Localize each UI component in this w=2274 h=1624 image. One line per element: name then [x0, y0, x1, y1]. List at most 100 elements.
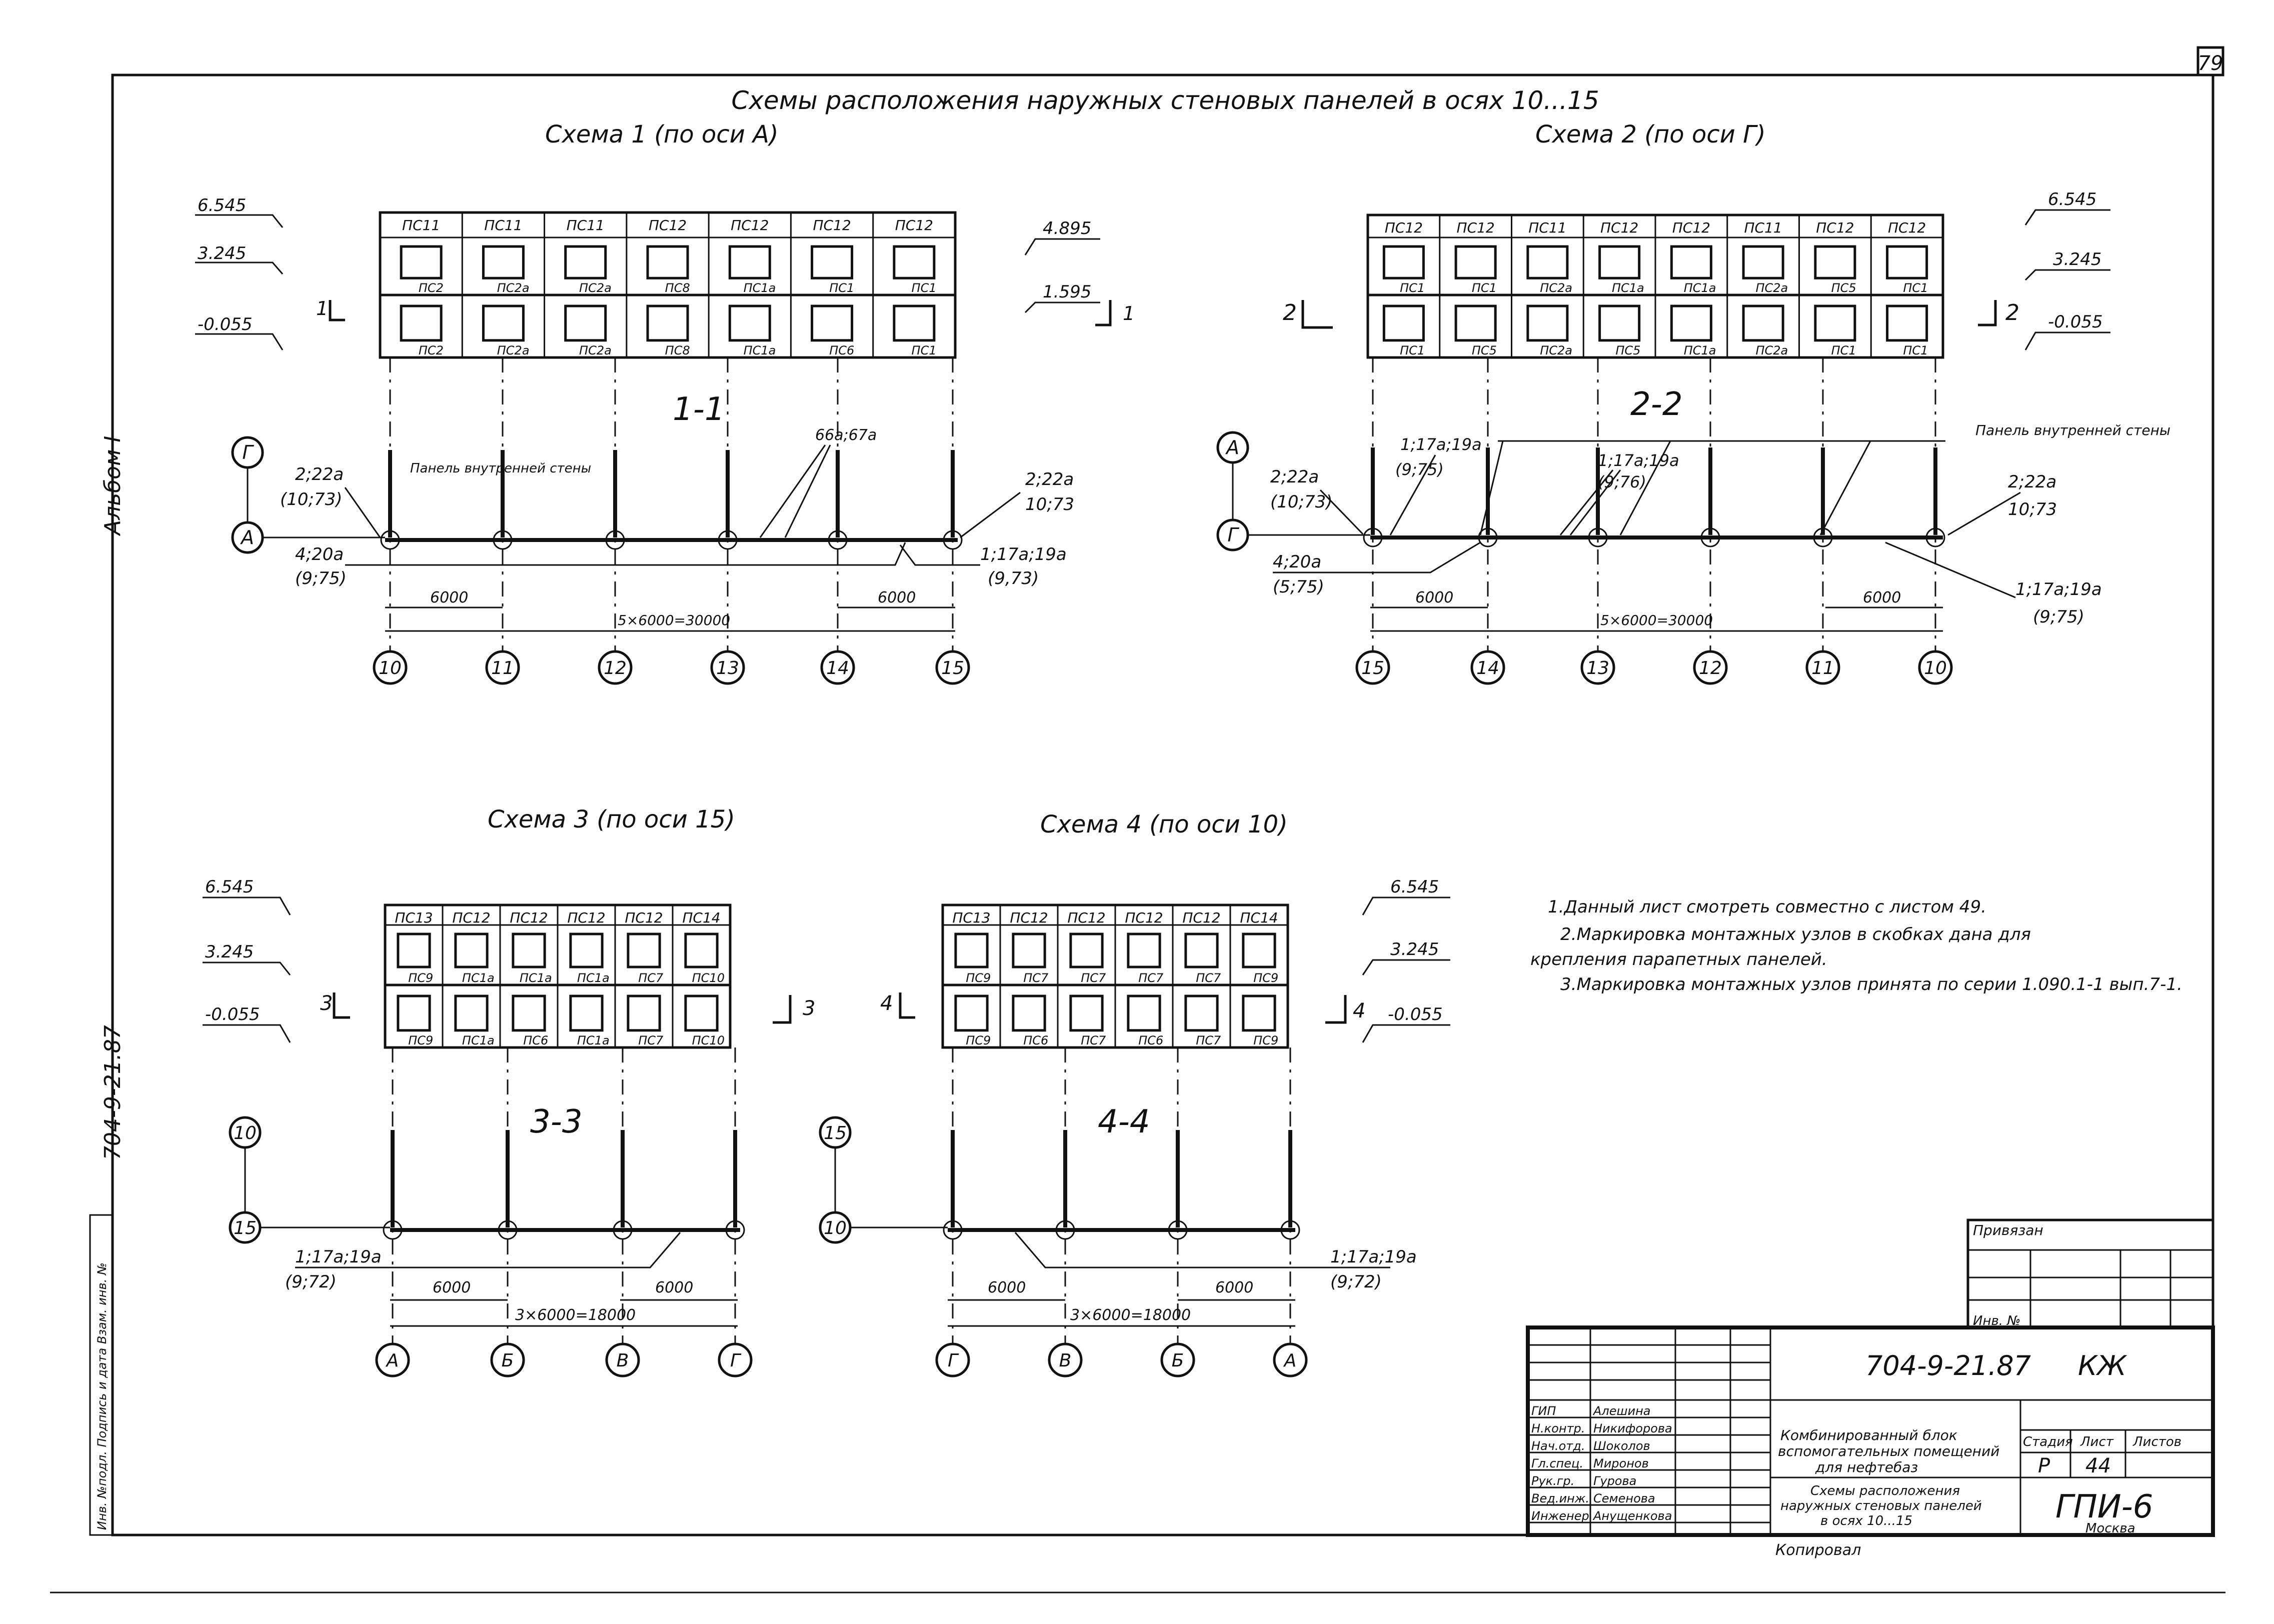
- tb-code: 704-9-21.87: [1865, 1350, 2031, 1382]
- window-opening: [646, 304, 689, 342]
- s1-node-6: 10;73: [1025, 494, 1074, 514]
- window-opening: [1127, 932, 1161, 968]
- s1-level-top: 6.545: [198, 196, 246, 216]
- window-opening: [1069, 932, 1104, 968]
- s1-top-panel: ПС12: [649, 217, 687, 234]
- s2-node-6: 4;20а: [1273, 552, 1321, 572]
- s2-top-panel: ПС11: [1744, 220, 1782, 236]
- s3-top-panel: ПС13: [395, 910, 433, 926]
- window-opening: [1454, 304, 1497, 342]
- s1-node-4: 66а;67а: [815, 426, 877, 444]
- s4-top-panel: ПС12: [1010, 910, 1048, 926]
- window-opening: [397, 932, 431, 968]
- s2-node-7: (5;75): [1273, 577, 1324, 597]
- s3-bot-panel: ПС10: [692, 1034, 725, 1048]
- scheme-1: Схема 1 (по оси А) ПС11ПС2ПС2ПС11ПС2аПС2…: [195, 120, 1135, 685]
- tb-role: Вед.инж.: [1531, 1492, 1589, 1506]
- s2-node-8: 2;22а: [2008, 472, 2056, 492]
- window-opening: [1454, 245, 1497, 280]
- window-opening: [811, 304, 854, 342]
- side-stamp-box: [89, 1214, 114, 1536]
- window-opening: [1670, 304, 1712, 342]
- s4-dim-1: 3×6000=18000: [1070, 1306, 1191, 1324]
- s4-bot-panel: ПС9: [1253, 1034, 1278, 1048]
- tb-role: Нач.отд.: [1531, 1439, 1585, 1453]
- window-opening: [684, 932, 719, 968]
- s3-top-panel: ПС14: [682, 910, 720, 926]
- window-opening: [646, 245, 689, 280]
- tb-role: ГИП: [1531, 1404, 1556, 1418]
- tb-name: Никифорова: [1593, 1422, 1672, 1436]
- s1-mid-panel: ПС1: [829, 281, 854, 295]
- tb-name: Анущенкова: [1592, 1509, 1672, 1523]
- s2-bot-panel: ПС1а: [1684, 344, 1716, 358]
- s3-mid-panel: ПС10: [692, 971, 725, 985]
- window-opening: [1242, 932, 1276, 968]
- s2-node-1: (10;73): [1270, 492, 1333, 512]
- s3-top-panel: ПС12: [452, 910, 490, 926]
- window-opening: [1598, 304, 1641, 342]
- window-opening: [1886, 304, 1928, 342]
- s2-top-panel: ПС12: [1672, 220, 1710, 236]
- s3-dim-0: 6000: [433, 1279, 471, 1296]
- s4-bot-panel: ПС7: [1081, 1034, 1106, 1048]
- s4-level-top: 6.545: [1390, 877, 1439, 897]
- window-opening: [893, 304, 936, 342]
- s4-level-mid: 3.245: [1390, 940, 1439, 960]
- window-opening: [728, 245, 771, 280]
- s1-mid-panel: ПС2а: [579, 281, 612, 295]
- tb-org: ГПИ-6: [2055, 1488, 2153, 1526]
- side-stamp: Инв. №подл. Подпись и дата Взам. инв. №: [95, 1262, 109, 1530]
- s4-node-0: 1;17а;19а: [1330, 1247, 1417, 1267]
- s1-node-3: (9;75): [295, 568, 347, 588]
- window-opening: [400, 245, 443, 280]
- s3-node-1: (9;72): [285, 1272, 337, 1292]
- s2-dim-0: 6000: [1415, 589, 1453, 606]
- s3-mid-panel: ПС7: [638, 971, 664, 985]
- s3-level-mid: 3.245: [205, 942, 254, 962]
- s3-section-title: 3-3: [530, 1104, 583, 1140]
- s4-mid-panel: ПС7: [1023, 971, 1049, 985]
- window-opening: [1598, 245, 1641, 280]
- s2-top-panel: ПС12: [1457, 220, 1495, 236]
- notes: 1.Данный лист смотреть совместно с листо…: [1530, 897, 2182, 994]
- s3-bot-panel: ПС1а: [577, 1034, 610, 1048]
- s2-mid-panel: ПС2а: [1755, 281, 1788, 295]
- grid-axis-bubble: [1470, 650, 1505, 685]
- grid-axis-bubble: [820, 650, 855, 685]
- s1-axis-label: 12: [604, 658, 627, 678]
- s4-axis-label: Б: [1172, 1350, 1184, 1371]
- s3-mid-panel: ПС9: [408, 971, 433, 985]
- s4-mid-panel: ПС9: [1253, 971, 1278, 985]
- s4-bot-panel: ПС7: [1196, 1034, 1221, 1048]
- s1-node-5: 2;22а: [1025, 470, 1074, 490]
- window-opening: [1814, 245, 1856, 280]
- s1-top-panel: ПС12: [813, 217, 851, 234]
- grid-axis-bubble: [490, 1342, 525, 1378]
- tb-sheet-title-1: Схемы расположения: [1810, 1484, 1960, 1498]
- s1-mid-panel: ПС2а: [497, 281, 530, 295]
- s4-section-title: 4-4: [1098, 1104, 1150, 1140]
- s3-section-mark-left: 3: [320, 992, 333, 1015]
- s2-section-mark-right: 2: [2005, 300, 2019, 326]
- tb-role: Гл.спец.: [1531, 1456, 1583, 1470]
- s2-mid-panel: ПС1: [1903, 281, 1928, 295]
- window-opening: [564, 304, 607, 342]
- s3-row-axis-1: 15: [234, 1218, 257, 1238]
- grid-axis-bubble: [375, 1342, 410, 1378]
- s3-row-axis-0: 10: [234, 1123, 257, 1144]
- tb-sheet-title-3: в осях 10...15: [1820, 1514, 1912, 1528]
- scheme-1-title: Схема 1 (по оси А): [545, 120, 779, 148]
- s2-bot-panel: ПС5: [1615, 344, 1640, 358]
- window-opening: [1184, 994, 1219, 1032]
- s3-bot-panel: ПС1а: [462, 1034, 495, 1048]
- s2-node-11: (9;75): [2033, 607, 2084, 627]
- s1-dim-2: 6000: [878, 589, 916, 606]
- s1-top-panel: ПС11: [484, 217, 522, 234]
- grid-axis-bubble: [1693, 650, 1728, 685]
- window-opening: [454, 932, 489, 968]
- scheme-3: Схема 3 (по оси 15) ПС13ПС9ПС9ПС12ПС1аПС…: [203, 806, 815, 1378]
- s4-top-panel: ПС12: [1182, 910, 1220, 926]
- main-title: Схемы расположения наружных стеновых пан…: [731, 86, 1599, 115]
